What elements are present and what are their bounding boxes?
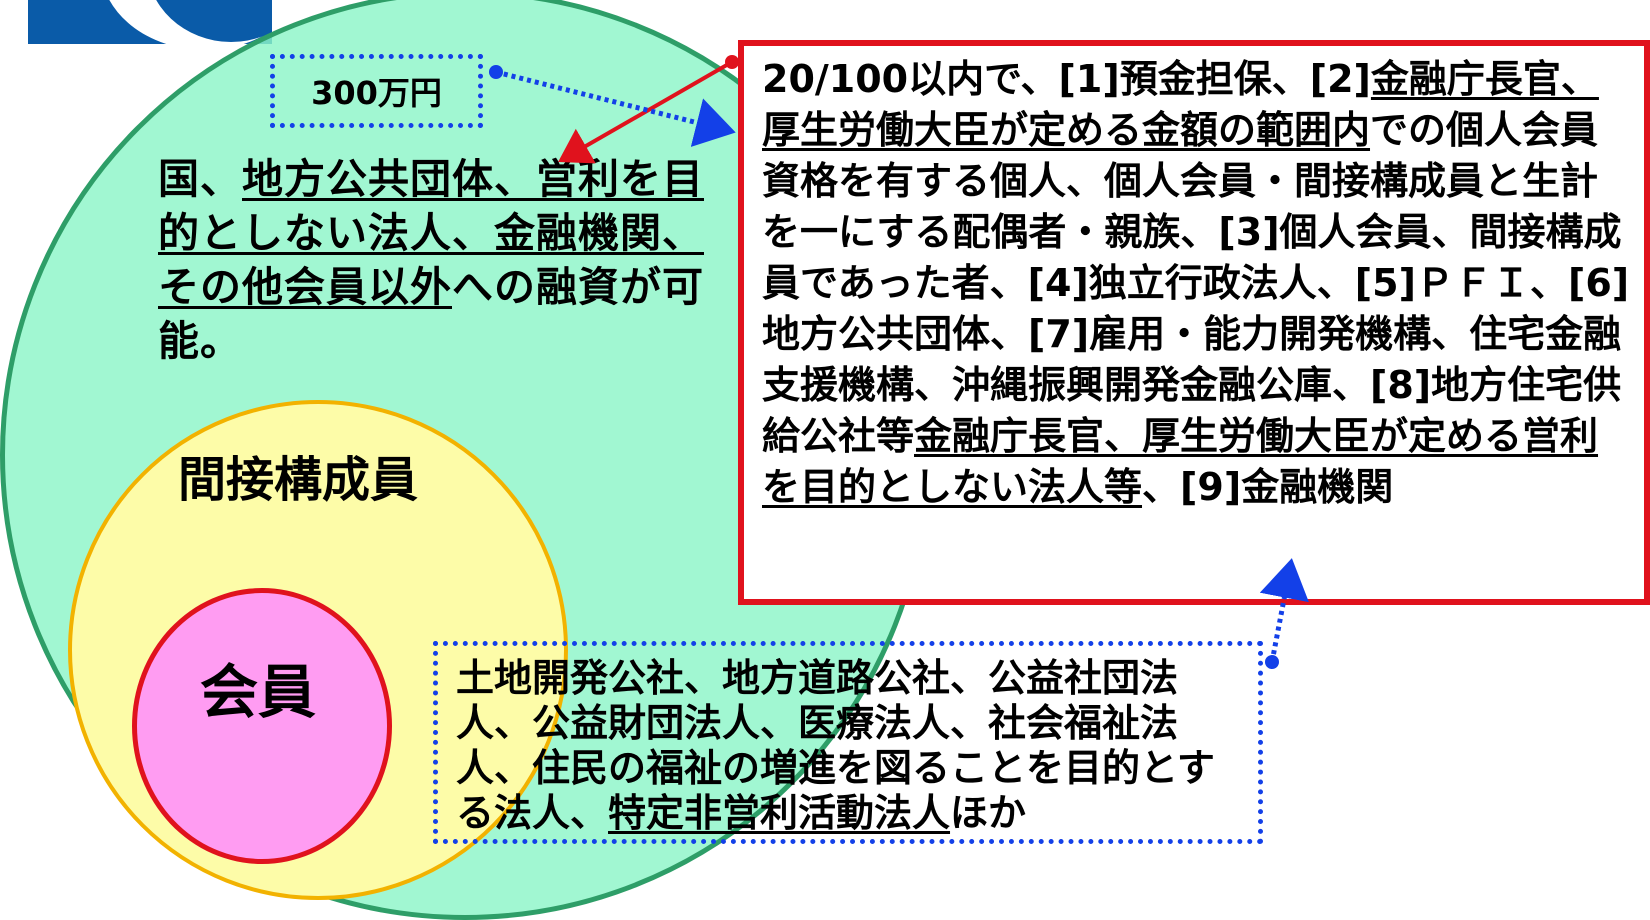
limit-text-part1: 20/100以内で、[1]預金担保、[2] [762, 57, 1371, 101]
blue-dotted-arrow-top [495, 69, 736, 147]
amount-box: 300万円 [270, 54, 483, 128]
limit-text-part3: での個人会員資格を有する個人、個人会員・間接構成員と生計を一にする配偶者・親族、… [762, 108, 1630, 458]
outside-text-part2: 地方公共団体、営利を目的としない法人、金融機関、その他会員以外 [158, 155, 704, 311]
limit-text-part5: 、[9]金融機関 [1142, 465, 1394, 509]
examples-text-part3: ほか [950, 791, 1027, 835]
indirect-members-label: 間接構成員 [178, 452, 419, 508]
blue-arrow-dot-bottom [1265, 655, 1279, 669]
limit-text-part4: 金融庁長官、厚生労働大臣が定める営利を目的としない法人等 [762, 414, 1599, 509]
outside-text-part1: 国、 [158, 155, 242, 203]
red-arrow [558, 60, 733, 164]
lending-limit-box: 20/100以内で、[1]預金担保、[2]金融庁長官、厚生労働大臣が定める金額の… [738, 40, 1650, 605]
limit-text-part2: 金融庁長官、厚生労働大臣が定める金額の範囲内 [762, 57, 1599, 152]
examples-box: 土地開発公社、地方道路公社、公益社団法人、公益財団法人、医療法人、社会福祉法人、… [433, 641, 1263, 844]
blue-dotted-arrow-bottom [1259, 558, 1309, 663]
amount-label: 300万円 [311, 74, 442, 112]
examples-text-part1: 土地開発公社、地方道路公社、公益社団法人、公益財団法人、医療法人、社会福祉法人、… [456, 656, 1215, 835]
outside-text-part3: への融資が可能。 [158, 263, 704, 365]
corner-logo [28, 0, 272, 44]
blue-arrow-dot-top [489, 65, 503, 79]
members-circle [132, 588, 392, 864]
examples-text-part2: 特定非営利活動法人 [608, 791, 951, 835]
non-member-lending-text: 国、地方公共団体、営利を目的としない法人、金融機関、その他会員以外への融資が可能… [158, 152, 718, 368]
members-label: 会員 [200, 658, 317, 726]
red-arrow-dot [725, 55, 739, 69]
